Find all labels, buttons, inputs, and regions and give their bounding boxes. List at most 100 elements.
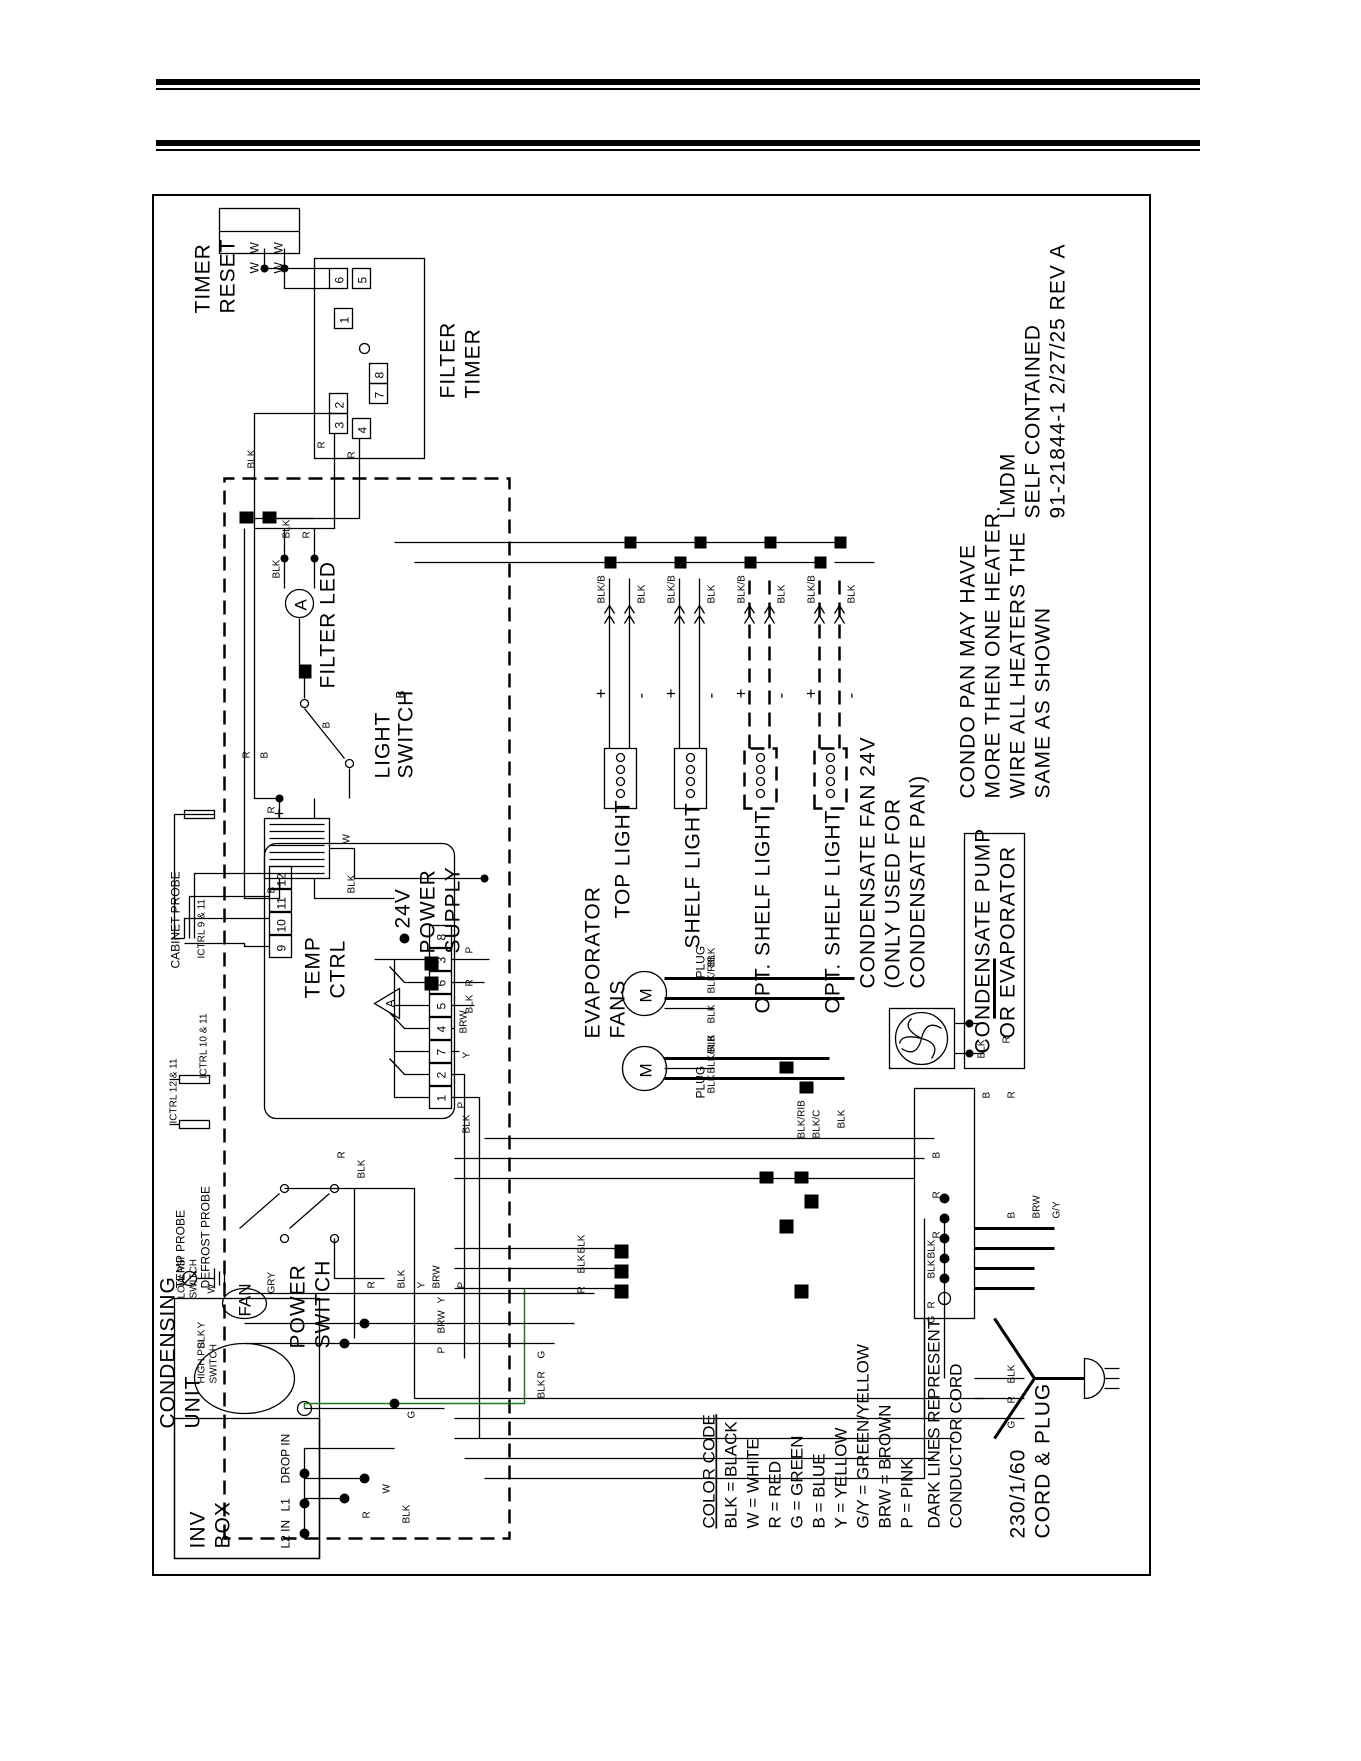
temp-ctrl-terminal-10: 10 xyxy=(274,918,288,932)
wire-label: BLK xyxy=(536,1379,547,1398)
wiring-diagram-svg: TIMER RESET 3 2 4 6 5 1 7 8 FILTER TIMER… xyxy=(156,207,1119,1559)
condo-pan-note: WIRE ALL HEATERS THE xyxy=(1006,531,1029,798)
wire-label: W xyxy=(381,1483,392,1493)
temp-ctrl: TEMP CTRL 12 11 10 9 1 2 7 4 5 6 3 8 A xyxy=(263,842,455,1119)
wire-label: GRY xyxy=(266,1271,277,1293)
wire-label: B xyxy=(931,1151,942,1158)
color-code-entry: BRW = BROWN xyxy=(875,1404,894,1528)
wire-label: BLK xyxy=(346,874,357,893)
timer-reset: TIMER RESET xyxy=(191,207,300,313)
light-switch-label: LIGHT xyxy=(371,711,394,778)
warning-symbol: A xyxy=(383,999,397,1007)
condo-pan-note: SAME AS SHOWN xyxy=(1031,606,1054,798)
top-light-label: TOP LIGHT xyxy=(611,799,634,918)
high-psi-label: HIGH PSI xyxy=(196,1339,207,1383)
condensate-fan-label: (ONLY USED FOR xyxy=(881,797,904,988)
wire-label: B xyxy=(321,721,332,728)
wire-label: W xyxy=(271,261,285,273)
wire-label: BLK xyxy=(281,519,292,538)
wire-label: BLK xyxy=(706,1004,717,1023)
light-switch-label: SWITCH xyxy=(394,689,417,778)
color-code-entry: G/Y = GREEN/YELLOW xyxy=(853,1344,872,1528)
wire-label: BLK xyxy=(464,994,475,1013)
plug-label: PLUG xyxy=(693,945,707,978)
wire-label: B xyxy=(393,690,407,698)
opt-shelf-light-1: OPT. SHELF LIGHT xyxy=(742,746,778,1013)
wire-label: B xyxy=(981,1091,992,1098)
evaporator-fan-1: M EVAPORATOR FANS PLUG xyxy=(581,886,707,1038)
wire-label: BLK/RIB xyxy=(706,954,717,993)
model-info: LMDM xyxy=(996,452,1019,518)
condensate-pump-label: OR EVAPORATOR xyxy=(996,845,1019,1038)
color-code-entry: G = GREEN xyxy=(787,1435,806,1528)
wire-label: P xyxy=(464,946,475,953)
wire-label: W xyxy=(341,833,352,843)
temp-probe-terminals: ICTRL 12 & 11 xyxy=(168,1058,179,1123)
wire-label: B xyxy=(259,751,270,758)
wire-label: R xyxy=(241,751,252,758)
motor-symbol: M xyxy=(636,1063,655,1077)
low-psi-label: LOW PSI xyxy=(176,1256,187,1298)
timer-reset-label: RESET xyxy=(216,238,239,313)
color-code-entry: P = PINK xyxy=(897,1457,916,1528)
wire-label: R xyxy=(336,1151,347,1158)
timer-terminal-3: 3 xyxy=(332,421,346,428)
wire-label: BRW xyxy=(458,1009,469,1033)
wire-label: Y xyxy=(196,1321,207,1328)
wire-label: Y xyxy=(461,1051,472,1058)
wire-label: R xyxy=(266,806,277,813)
defrost-probe-label: DEFROST PROBE xyxy=(198,1186,212,1288)
temp-ctrl-label: TEMP xyxy=(301,936,324,998)
wire-label: R xyxy=(366,1281,377,1288)
wire-label: BLK/B xyxy=(736,574,747,603)
wire-label: BLK/B xyxy=(806,574,817,603)
wire-label: BLK/C xyxy=(811,1109,822,1138)
wire-label: BLK xyxy=(706,584,717,603)
polarity-label: + xyxy=(661,688,680,698)
l2-in-label: L2 IN xyxy=(278,1519,292,1548)
wire-label: R xyxy=(301,531,312,538)
drop-in-label: DROP IN xyxy=(278,1433,292,1483)
power-switch-label: SWITCH xyxy=(311,1259,334,1348)
temp-ctrl-terminal-6: 6 xyxy=(434,979,448,986)
filter-timer-label: TIMER xyxy=(461,328,484,398)
wire-label: BLK xyxy=(706,947,717,966)
wire-label: Y xyxy=(436,1296,447,1303)
condensate-fan-label: CONDENSATE PAN) xyxy=(906,774,929,988)
temp-ctrl-terminal-4: 4 xyxy=(434,1025,448,1032)
wire-label: BLK/B xyxy=(666,574,677,603)
header-rule xyxy=(156,79,1200,85)
wire-label: W xyxy=(271,241,285,253)
condo-pan-note: CONDO PAN MAY HAVE xyxy=(956,544,979,799)
shelf-light-label: SHELF LIGHT xyxy=(681,802,704,948)
polarity-label: - xyxy=(701,692,720,698)
wire-label: G xyxy=(1006,1420,1017,1428)
wire-label: BLK xyxy=(576,1254,587,1273)
light-switch: B LIGHT SWITCH B xyxy=(299,664,417,798)
wire-label: BLK xyxy=(976,1039,987,1058)
polarity-label: + xyxy=(591,688,610,698)
wire-label: BRW xyxy=(431,1264,442,1288)
color-code-entry: BLK = BLACK xyxy=(721,1420,740,1528)
cabinet-probe: CABINET PROBE ICTRL 9 & 11 xyxy=(168,809,215,968)
l1-label: L1 xyxy=(278,1497,292,1511)
temp-ctrl-terminal-5: 5 xyxy=(434,1002,448,1009)
color-code-entry: W = WHITE xyxy=(743,1438,762,1528)
polarity-label: - xyxy=(841,692,860,698)
color-code-entry: R = RED xyxy=(765,1460,784,1528)
power-supply-label: POWER xyxy=(416,869,439,953)
plug-label: PLUG xyxy=(693,1065,707,1098)
temp-probe: TEMP PROBE ICTRL 12 & 11 DEFROST PROBE I… xyxy=(168,1013,212,1288)
condensate-fan: CONDENSATE FAN 24V (ONLY USED FOR CONDEN… xyxy=(856,736,955,1069)
wire-label: BLK xyxy=(846,584,857,603)
inv-box: INV BOX L2 IN L1 DROP IN xyxy=(173,1417,320,1559)
polarity-label: - xyxy=(771,692,790,698)
dark-lines-note: DARK LINES REPRESENT xyxy=(924,1318,943,1528)
temp-ctrl-label: CTRL xyxy=(326,939,349,998)
filter-led-symbol: A xyxy=(291,598,310,610)
timer-terminal-5: 5 xyxy=(355,276,369,283)
wire-label: BLK xyxy=(1006,1364,1017,1383)
wire-label: R xyxy=(1001,1036,1012,1043)
filter-led-label: FILTER LED xyxy=(316,561,339,688)
wire-label: BLK xyxy=(461,1114,472,1133)
